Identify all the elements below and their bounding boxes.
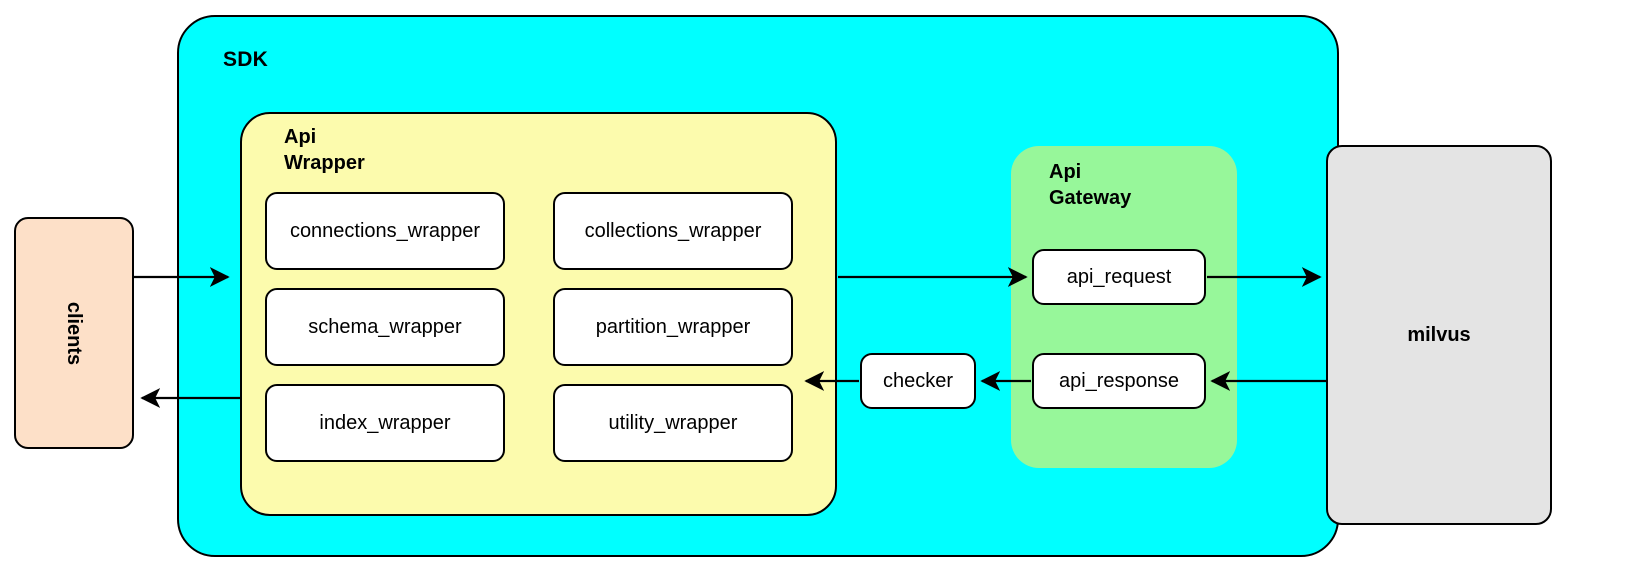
node-index-wrapper[interactable]: index_wrapper: [265, 384, 505, 462]
node-checker[interactable]: checker: [860, 353, 976, 409]
node-label: index_wrapper: [319, 412, 451, 434]
container-api-gateway-label: Api Gateway: [1049, 161, 1132, 209]
node-collections-wrapper[interactable]: collections_wrapper: [553, 192, 793, 270]
node-api-request[interactable]: api_request: [1032, 249, 1206, 305]
node-label: api_response: [1058, 370, 1180, 392]
node-label: partition_wrapper: [595, 316, 751, 338]
node-label: checker: [882, 370, 954, 392]
node-clients[interactable]: clients: [14, 217, 134, 449]
node-label: schema_wrapper: [308, 316, 462, 338]
node-milvus[interactable]: milvus: [1326, 145, 1552, 525]
container-api-wrapper-label: Api Wrapper: [284, 126, 365, 174]
container-sdk-label: SDK: [223, 48, 268, 71]
node-utility-wrapper[interactable]: utility_wrapper: [553, 384, 793, 462]
node-api-response[interactable]: api_response: [1032, 353, 1206, 409]
node-label: collections_wrapper: [584, 220, 762, 242]
container-api-gateway[interactable]: Api Gateway: [1011, 146, 1237, 468]
node-label: utility_wrapper: [608, 412, 738, 434]
node-connections-wrapper[interactable]: connections_wrapper: [265, 192, 505, 270]
node-partition-wrapper[interactable]: partition_wrapper: [553, 288, 793, 366]
node-label: connections_wrapper: [289, 220, 481, 242]
node-label: clients: [63, 301, 86, 365]
node-label: api_request: [1066, 266, 1172, 288]
node-schema-wrapper[interactable]: schema_wrapper: [265, 288, 505, 366]
node-label: milvus: [1407, 323, 1471, 346]
